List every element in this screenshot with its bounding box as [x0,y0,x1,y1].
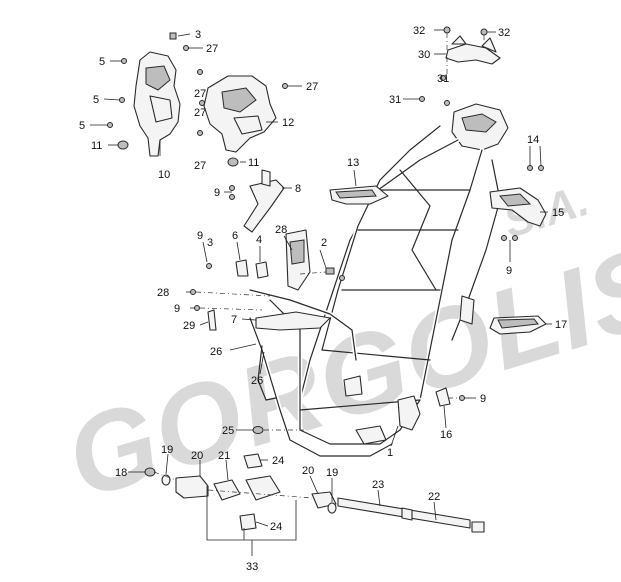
callout-20: 20 [191,450,203,462]
callout-20: 20 [302,465,314,477]
swingarm-shaft-assembly [144,453,485,556]
callout-9: 9 [480,393,486,405]
callout-5: 5 [93,94,99,106]
callout-30: 30 [418,49,430,61]
callout-5: 5 [79,120,85,132]
callout-28: 28 [157,287,169,299]
callout-2: 2 [321,237,327,249]
callout-22: 22 [428,491,440,503]
callout-28: 28 [275,224,287,236]
plate-7 [255,311,331,331]
callout-12: 12 [282,117,294,129]
callout-32: 32 [413,25,425,37]
callout-9: 9 [174,303,180,315]
callout-21: 21 [218,450,230,462]
callout-27: 27 [194,160,206,172]
side-stand-bracket-8 [229,169,285,233]
bracket-left-10 [133,51,181,157]
callout-19: 19 [161,444,173,456]
callout-4: 4 [256,234,262,246]
callout-8: 8 [295,183,301,195]
callout-24: 24 [272,455,284,467]
small-hardware-left [190,259,271,331]
callout-26: 26 [210,346,222,358]
callout-labels: 3 27 5 27 27 5 27 5 12 11 27 11 10 32 32… [79,25,567,573]
callout-14: 14 [527,134,539,146]
callout-33: 33 [246,561,258,573]
callout-29: 29 [183,320,195,332]
leader-lines [90,29,552,527]
callout-1: 1 [387,447,393,459]
callout-24: 24 [270,521,282,533]
callout-16: 16 [440,429,452,441]
callout-5: 5 [99,56,105,68]
callout-27: 27 [206,43,218,55]
callout-27: 27 [306,81,318,93]
callout-31: 31 [437,73,449,85]
callout-9: 9 [214,187,220,199]
top-bracket-30 [419,26,501,106]
callout-25: 25 [222,425,234,437]
callout-23: 23 [372,479,384,491]
callout-27: 27 [194,88,206,100]
callout-32: 32 [498,27,510,39]
callout-3: 3 [207,237,213,249]
callout-17: 17 [555,319,567,331]
callout-10: 10 [158,169,170,181]
callout-26: 26 [251,375,263,387]
bracket-15 [489,165,547,241]
callout-9: 9 [506,265,512,277]
callout-11: 11 [248,157,259,169]
callout-3: 3 [195,29,201,41]
callout-18: 18 [115,467,127,479]
callout-19: 19 [326,467,338,479]
callout-11: 11 [91,140,102,152]
bracket-right-12 [203,75,277,153]
small-hardware-right [252,387,465,434]
callout-31: 31 [389,94,401,106]
callout-15: 15 [552,207,564,219]
callout-7: 7 [231,314,237,326]
callout-13: 13 [347,157,359,169]
footrest-17 [489,315,547,335]
bracket-28 [285,229,345,291]
callout-9: 9 [197,230,203,242]
callout-27: 27 [194,107,206,119]
callout-6: 6 [232,230,238,242]
footrest-13 [329,185,389,205]
